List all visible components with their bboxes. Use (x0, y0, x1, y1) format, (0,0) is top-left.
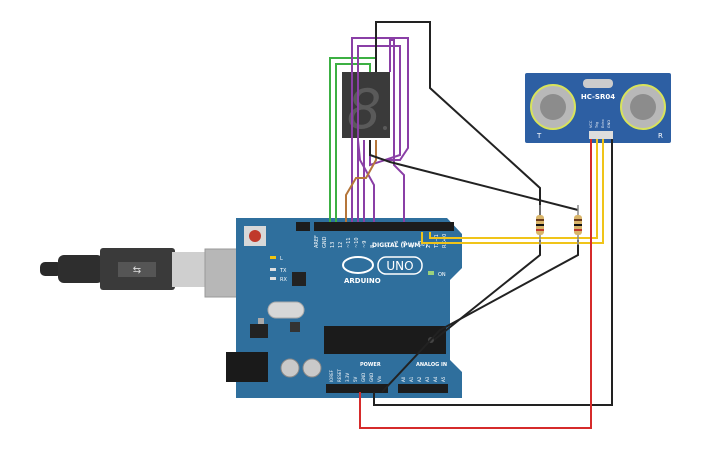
wire-purple-5 (389, 39, 405, 222)
ultrasonic-sensor: HC-SR04 T R VCC Trig Echo GND (525, 73, 671, 143)
pin-label-vin: Vin (377, 375, 382, 382)
pin-label-2: 2 (426, 245, 432, 248)
pin-label-3: ~3 (418, 241, 424, 248)
pin-label-gnd2: GND (369, 373, 374, 382)
wire-black-2 (369, 140, 579, 211)
pin-label-6: ~6 (394, 241, 400, 248)
pin-label-10: ~10 (354, 237, 360, 248)
pin-label-a5: A5 (441, 376, 446, 382)
pin-label-12: 12 (338, 242, 344, 248)
microcontroller-chip (324, 326, 446, 354)
pin-label-gnd: GND (322, 236, 328, 248)
pin-label-13: 13 (330, 242, 336, 248)
digital-label: DIGITAL (PWM~) (372, 242, 428, 249)
pin-label-a3: A3 (425, 376, 430, 382)
pin-label-a0: A0 (401, 376, 406, 382)
wire-purple-1 (351, 37, 409, 222)
led-l (270, 256, 276, 259)
pin-label-8: 8 (370, 245, 376, 248)
seven-segment-display: 8 (342, 72, 390, 141)
sensor-pin-trig: Trig (595, 122, 599, 129)
wire-black-4 (381, 240, 579, 393)
usb-cable: ⇆ (40, 248, 268, 298)
sensor-mark-t: T (536, 132, 542, 140)
wire-purple-2 (357, 45, 401, 222)
power-header (326, 384, 388, 393)
pin-label-11: ~11 (346, 237, 352, 248)
sensor-pin-gnd: GND (607, 120, 611, 128)
wires (329, 21, 613, 429)
arduino-logo-icon (342, 256, 374, 274)
sensor-pin-vcc: VCC (589, 120, 593, 128)
pin-label-ioref: IOREF (329, 369, 334, 382)
wire-yellow-echo (421, 139, 604, 244)
arduino-board: AREF GND 13 12 ~11 ~10 ~9 8 7 ~6 ~5 4 ~3… (226, 218, 462, 398)
pin-label-reset: RESET (337, 369, 342, 382)
usb-icon: ⇆ (133, 265, 141, 276)
led-rx (270, 277, 276, 280)
pin-label-0: RX←0 (442, 234, 448, 248)
model-label: UNO (386, 259, 413, 273)
pin-label-aref: AREF (314, 235, 320, 248)
pin-label-1: TX→1 (434, 234, 440, 249)
power-label: POWER (360, 362, 381, 368)
pin-label-7: 7 (386, 245, 392, 248)
wire-black-1 (375, 21, 541, 220)
resistor-2 (574, 205, 582, 245)
pin-label-a4: A4 (433, 376, 438, 382)
pin-label-5v: 5V (353, 376, 358, 382)
pin-label-a2: A2 (417, 376, 422, 382)
power-jack (226, 352, 268, 382)
reset-button[interactable] (249, 230, 261, 242)
led-label-rx: RX (280, 277, 287, 283)
pin-label-a1: A1 (409, 376, 414, 382)
brand-label: ARDUINO (344, 277, 381, 285)
wire-purple-4 (357, 139, 375, 222)
analog-label: ANALOG IN (416, 362, 447, 368)
led-tx (270, 268, 276, 271)
wire-yellow-trig (429, 139, 598, 239)
resistor-1 (536, 205, 544, 245)
wire-red-vcc (359, 139, 592, 429)
sensor-mark-r: R (658, 132, 663, 140)
analog-header (398, 384, 448, 393)
pin-label-4: 4 (410, 245, 416, 248)
led-label-tx: TX (279, 268, 287, 274)
sensor-name: HC-SR04 (581, 93, 615, 101)
wire-black-gnd (373, 139, 613, 406)
pin-label-gnd1: GND (361, 373, 366, 382)
sensor-pin-echo: Echo (601, 120, 605, 129)
pin-label-5: ~5 (402, 241, 408, 248)
on-label: ON (438, 272, 446, 278)
pin-label-3v3: 3.3V (345, 373, 350, 382)
pin-label-9: ~9 (362, 241, 368, 248)
digital-header (314, 222, 454, 231)
led-label-l: L (280, 256, 283, 262)
